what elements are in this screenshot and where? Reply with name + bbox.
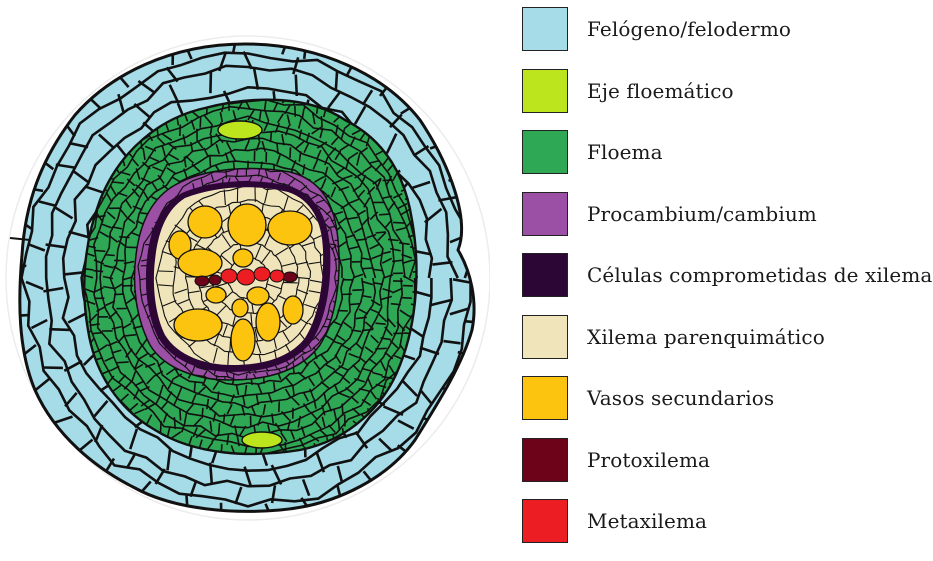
vaso-secundario xyxy=(283,296,303,324)
legend-label-vasos-secundarios: Vasos secundarios xyxy=(587,386,774,410)
legend-swatch-felogeno xyxy=(522,7,568,51)
legend-item-celulas-xilema: Células comprometidas de xilema xyxy=(522,253,927,315)
metaxilema-cell xyxy=(254,267,270,281)
root-cross-section-diagram xyxy=(0,0,490,542)
legend-label-celulas-xilema: Células comprometidas de xilema xyxy=(587,263,932,287)
metaxilema-cell xyxy=(270,270,284,282)
legend-item-procambium: Procambium/cambium xyxy=(522,192,927,254)
eje-floematico-bottom xyxy=(242,432,282,448)
vaso-secundario xyxy=(247,287,269,305)
vaso-secundario xyxy=(228,204,266,246)
legend-label-procambium: Procambium/cambium xyxy=(587,202,817,226)
legend-label-felogeno: Felógeno/felodermo xyxy=(587,17,791,41)
legend-swatch-eje-floematico xyxy=(522,69,568,113)
vaso-secundario xyxy=(232,299,248,317)
legend-swatch-procambium xyxy=(522,192,568,236)
legend-label-metaxilema: Metaxilema xyxy=(587,509,707,533)
legend-label-floema: Floema xyxy=(587,140,663,164)
legend-label-xilema-parenquimatico: Xilema parenquimático xyxy=(587,325,825,349)
vaso-secundario xyxy=(256,303,280,341)
protoxilema-cell xyxy=(195,276,209,286)
legend-item-floema: Floema xyxy=(522,130,927,192)
legend-item-protoxilema: Protoxilema xyxy=(522,438,927,500)
vaso-secundario xyxy=(188,206,222,238)
metaxilema-cell xyxy=(221,269,237,283)
protoxilema-cell xyxy=(209,275,221,285)
legend-item-xilema-parenquimatico: Xilema parenquimático xyxy=(522,315,927,377)
vaso-secundario xyxy=(178,249,222,277)
vaso-secundario xyxy=(233,249,253,267)
vaso-secundario xyxy=(206,287,226,303)
legend-item-eje-floematico: Eje floemático xyxy=(522,69,927,131)
legend-swatch-metaxilema xyxy=(522,499,568,543)
metaxilema-cell xyxy=(237,269,255,285)
vaso-secundario xyxy=(268,211,312,245)
legend-label-eje-floematico: Eje floemático xyxy=(587,79,734,103)
legend-swatch-vasos-secundarios xyxy=(522,376,568,420)
legend-swatch-xilema-parenquimatico xyxy=(522,315,568,359)
legend-swatch-celulas-xilema xyxy=(522,253,568,297)
legend-item-vasos-secundarios: Vasos secundarios xyxy=(522,376,927,438)
vaso-secundario xyxy=(174,309,222,341)
legend-swatch-protoxilema xyxy=(522,438,568,482)
protoxilema-cell xyxy=(283,272,297,282)
legend-label-protoxilema: Protoxilema xyxy=(587,448,710,472)
eje-floematico-top xyxy=(218,121,262,139)
legend-swatch-floema xyxy=(522,130,568,174)
legend-item-felogeno: Felógeno/felodermo xyxy=(522,7,927,69)
legend-item-metaxilema: Metaxilema xyxy=(522,499,927,561)
vaso-secundario xyxy=(231,319,255,361)
